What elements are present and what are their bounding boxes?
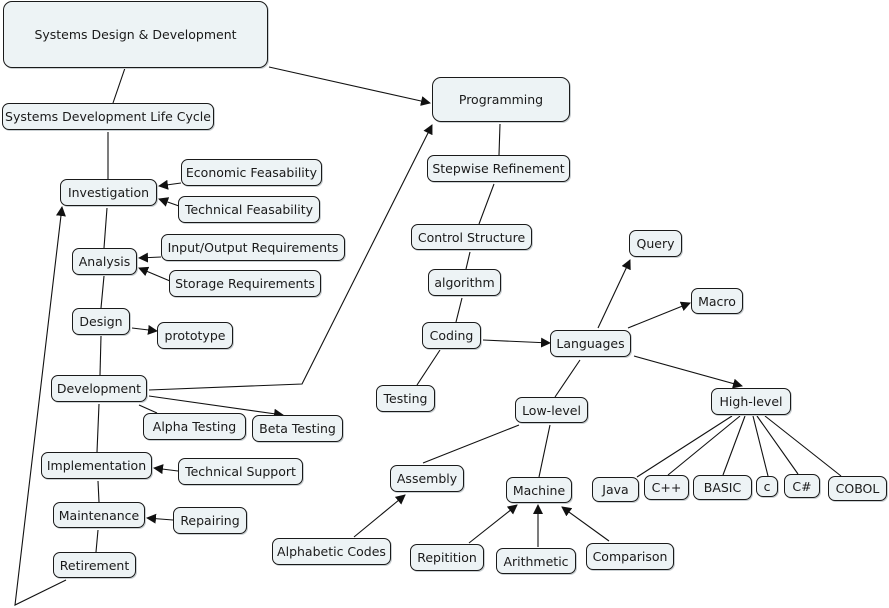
- node-repitition[interactable]: Repitition: [410, 544, 484, 571]
- edge-implementation-to-maintenance: [97, 480, 100, 503]
- edge-technical-support-to-implementation: [153, 464, 179, 475]
- node-coding[interactable]: Coding: [422, 322, 481, 349]
- node-programming[interactable]: Programming: [432, 77, 570, 122]
- edge-investigation-to-analysis: [103, 207, 108, 249]
- node-investigation[interactable]: Investigation: [60, 179, 157, 206]
- node-systems-design[interactable]: Systems Design & Development: [3, 1, 268, 68]
- edge-storage-requirements-to-analysis: [138, 266, 171, 282]
- edge-languages-to-low-level: [554, 359, 581, 398]
- edge-high-level-to-basic: [722, 415, 746, 476]
- edge-languages-to-macro: [627, 301, 691, 329]
- edge-control-structure-to-algorithm: [465, 251, 471, 270]
- node-alphabetic-codes[interactable]: Alphabetic Codes: [272, 538, 391, 565]
- edge-maintenance-to-retirement: [95, 529, 99, 553]
- node-control-structure[interactable]: Control Structure: [411, 224, 532, 250]
- node-retirement[interactable]: Retirement: [53, 552, 136, 578]
- node-query[interactable]: Query: [629, 230, 682, 257]
- node-technical-support[interactable]: Technical Support: [178, 458, 303, 485]
- node-csharp[interactable]: C#: [784, 474, 820, 498]
- node-maintenance[interactable]: Maintenance: [53, 502, 145, 528]
- node-sdlc[interactable]: Systems Development Life Cycle: [2, 103, 214, 130]
- edge-high-level-to-java: [636, 415, 733, 478]
- edge-io-requirements-to-analysis: [138, 252, 162, 263]
- edge-economic-feasability-to-investigation: [158, 179, 182, 190]
- edge-development-to-implementation: [96, 403, 100, 453]
- edge-systems-design-to-sdlc: [112, 67, 126, 104]
- edge-low-level-to-machine: [538, 424, 551, 478]
- edge-development-to-beta-testing: [148, 395, 284, 419]
- edge-high-level-to-cpp: [667, 415, 741, 476]
- node-cobol[interactable]: COBOL: [828, 476, 887, 501]
- node-assembly[interactable]: Assembly: [390, 465, 464, 492]
- edge-languages-to-high-level: [633, 355, 743, 389]
- edge-low-level-to-assembly: [422, 424, 520, 464]
- node-technical-feasability[interactable]: Technical Feasability: [178, 196, 320, 223]
- edge-analysis-to-design: [100, 275, 105, 309]
- node-design[interactable]: Design: [72, 308, 130, 335]
- edge-repairing-to-maintenance: [146, 513, 174, 524]
- edge-design-to-development: [99, 335, 102, 376]
- node-c[interactable]: c: [756, 476, 778, 497]
- node-cpp[interactable]: C++: [644, 475, 689, 500]
- edge-languages-to-query: [597, 259, 631, 329]
- node-basic[interactable]: BASIC: [693, 475, 752, 500]
- edge-technical-feasability-to-investigation: [158, 197, 180, 207]
- edge-repitition-to-machine: [468, 504, 518, 544]
- node-prototype[interactable]: prototype: [157, 322, 233, 349]
- node-repairing[interactable]: Repairing: [173, 507, 247, 534]
- node-java[interactable]: Java: [592, 477, 639, 502]
- node-stepwise-refinement[interactable]: Stepwise Refinement: [427, 155, 570, 182]
- node-algorithm[interactable]: algorithm: [428, 269, 501, 296]
- edge-systems-design-to-programming: [268, 66, 431, 106]
- edge-design-to-prototype: [131, 324, 158, 335]
- node-comparison[interactable]: Comparison: [586, 543, 674, 570]
- node-testing[interactable]: Testing: [376, 385, 435, 412]
- edge-high-level-to-cobol: [764, 415, 842, 477]
- edge-coding-to-testing: [416, 349, 441, 386]
- edge-coding-to-languages: [482, 337, 551, 348]
- node-alpha-testing[interactable]: Alpha Testing: [143, 413, 246, 440]
- node-development[interactable]: Development: [51, 375, 147, 402]
- node-low-level[interactable]: Low-level: [515, 397, 588, 423]
- edge-comparison-to-machine: [561, 506, 610, 542]
- edge-development-to-alpha-testing: [138, 404, 158, 414]
- edge-stepwise-refinement-to-control-structure: [478, 183, 495, 225]
- node-languages[interactable]: Languages: [550, 330, 631, 357]
- edge-retirement-to-investigation: [14, 206, 67, 606]
- edge-alphabetic-codes-to-assembly: [353, 494, 406, 538]
- node-macro[interactable]: Macro: [691, 288, 743, 314]
- node-economic-feasability[interactable]: Economic Feasability: [181, 159, 322, 186]
- node-implementation[interactable]: Implementation: [41, 452, 152, 479]
- edge-algorithm-to-coding: [455, 297, 463, 323]
- edge-high-level-to-csharp: [756, 415, 799, 475]
- node-analysis[interactable]: Analysis: [72, 248, 137, 275]
- node-machine[interactable]: Machine: [506, 477, 572, 503]
- node-high-level[interactable]: High-level: [711, 388, 791, 415]
- edge-development-to-programming: [148, 124, 433, 391]
- node-beta-testing[interactable]: Beta Testing: [252, 415, 343, 442]
- node-arithmetic[interactable]: Arithmetic: [496, 548, 576, 574]
- edge-high-level-to-c: [752, 415, 769, 477]
- edge-programming-to-stepwise-refinement: [498, 123, 501, 156]
- node-storage-requirements[interactable]: Storage Requirements: [169, 270, 321, 297]
- node-io-requirements[interactable]: Input/Output Requirements: [161, 234, 345, 261]
